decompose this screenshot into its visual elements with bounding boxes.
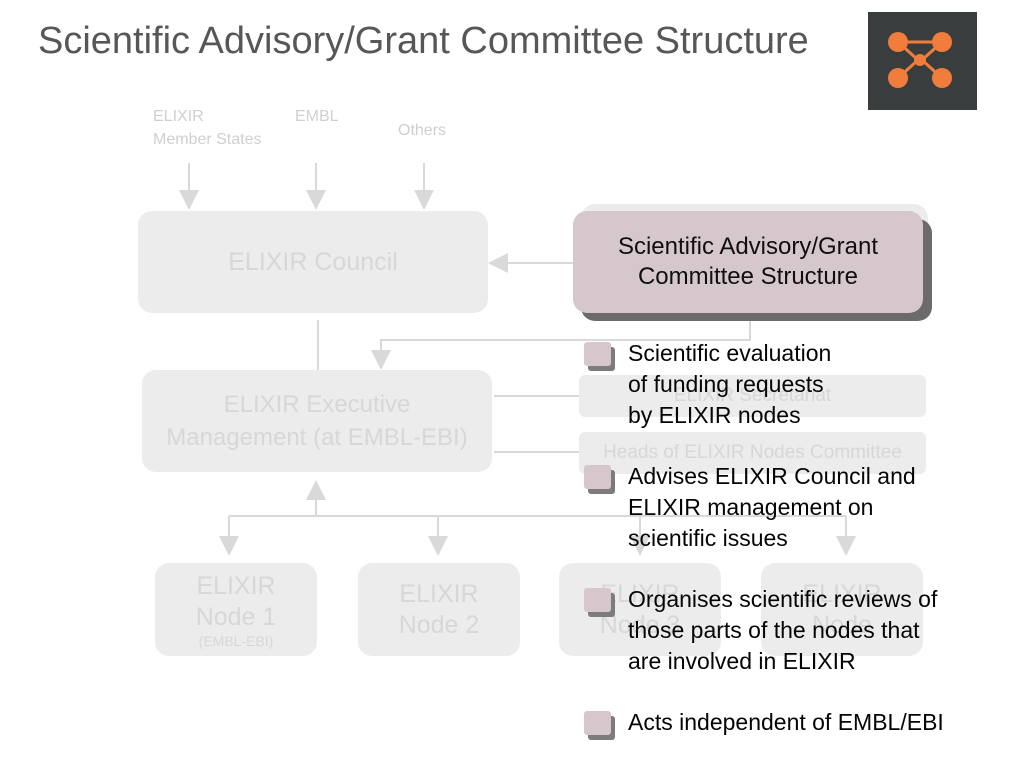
bullet-2-line3: scientific issues [628, 525, 788, 551]
bullet-3-line2: those parts of the nodes that [628, 617, 920, 643]
source-embl: EMBL [295, 108, 339, 125]
bullet-marker-3 [584, 588, 615, 617]
bullet-1-line3: by ELIXIR nodes [628, 402, 801, 428]
node-2-line2: Node 2 [398, 610, 480, 639]
highlight-line2: Committee Structure [637, 263, 859, 290]
executive-line1: ELIXIR Executive [223, 391, 411, 418]
node-box-2: ELIXIR Node 2 [358, 563, 520, 656]
secretariat-bar: ELIXIR Secretariat [579, 375, 926, 417]
bullet-marker-1 [584, 342, 615, 371]
bullet-2-line1: Advises ELIXIR Council and [628, 463, 916, 489]
node-box-4: ELIXIR Node [761, 563, 923, 656]
elixir-logo-icon [868, 12, 977, 110]
source-member-states: ELIXIR Member States [153, 105, 261, 151]
bullet-text-1: Scientific evaluation of funding request… [628, 338, 831, 431]
highlight-committee-box: Scientific Advisory/Grant Committee Stru… [573, 211, 923, 313]
bullet-3-line3: are involved in ELIXIR [628, 648, 856, 674]
node-1-sub: (EMBL-EBI) [198, 632, 274, 649]
elixir-council-box: ELIXIR Council [138, 211, 488, 313]
node-2-line1: ELIXIR [399, 579, 479, 608]
bullet-text-4: Acts independent of EMBL/EBI [628, 707, 944, 738]
node-4-line1: ELIXIR [802, 579, 882, 608]
bullet-text-2: Advises ELIXIR Council and ELIXIR manage… [628, 461, 916, 554]
source-member-states-line2: Member States [153, 131, 262, 148]
node-box-3: ELIXIR Node 3 [559, 563, 721, 656]
bullet-marker-4 [584, 711, 615, 740]
bullet-1-line2: of funding requests [628, 371, 824, 397]
node-4-line2: Node [812, 610, 872, 639]
source-member-states-line1: ELIXIR [153, 108, 204, 125]
source-others: Others [398, 122, 447, 139]
bullet-4-line1: Acts independent of EMBL/EBI [628, 709, 944, 735]
bullet-marker-2 [584, 465, 615, 494]
heads-of-nodes-bar: Heads of ELIXIR Nodes Committee [579, 432, 926, 474]
page-title: Scientific Advisory/Grant Committee Stru… [38, 20, 809, 62]
node-1-line2: Node 1 [195, 602, 277, 631]
executive-management-box: ELIXIR Executive Management (at EMBL-EBI… [142, 370, 492, 472]
highlight-line1: Scientific Advisory/Grant [617, 233, 879, 260]
bullet-3-line1: Organises scientific reviews of [628, 586, 938, 612]
bullet-1-line1: Scientific evaluation [628, 340, 832, 366]
node-box-1: ELIXIR Node 1 (EMBL-EBI) [155, 563, 317, 656]
bullet-text-3: Organises scientific reviews of those pa… [628, 584, 937, 677]
node-1-line1: ELIXIR [196, 571, 276, 600]
executive-line2: Management (at EMBL-EBI) [166, 424, 468, 451]
bullet-2-line2: ELIXIR management on [628, 494, 874, 520]
